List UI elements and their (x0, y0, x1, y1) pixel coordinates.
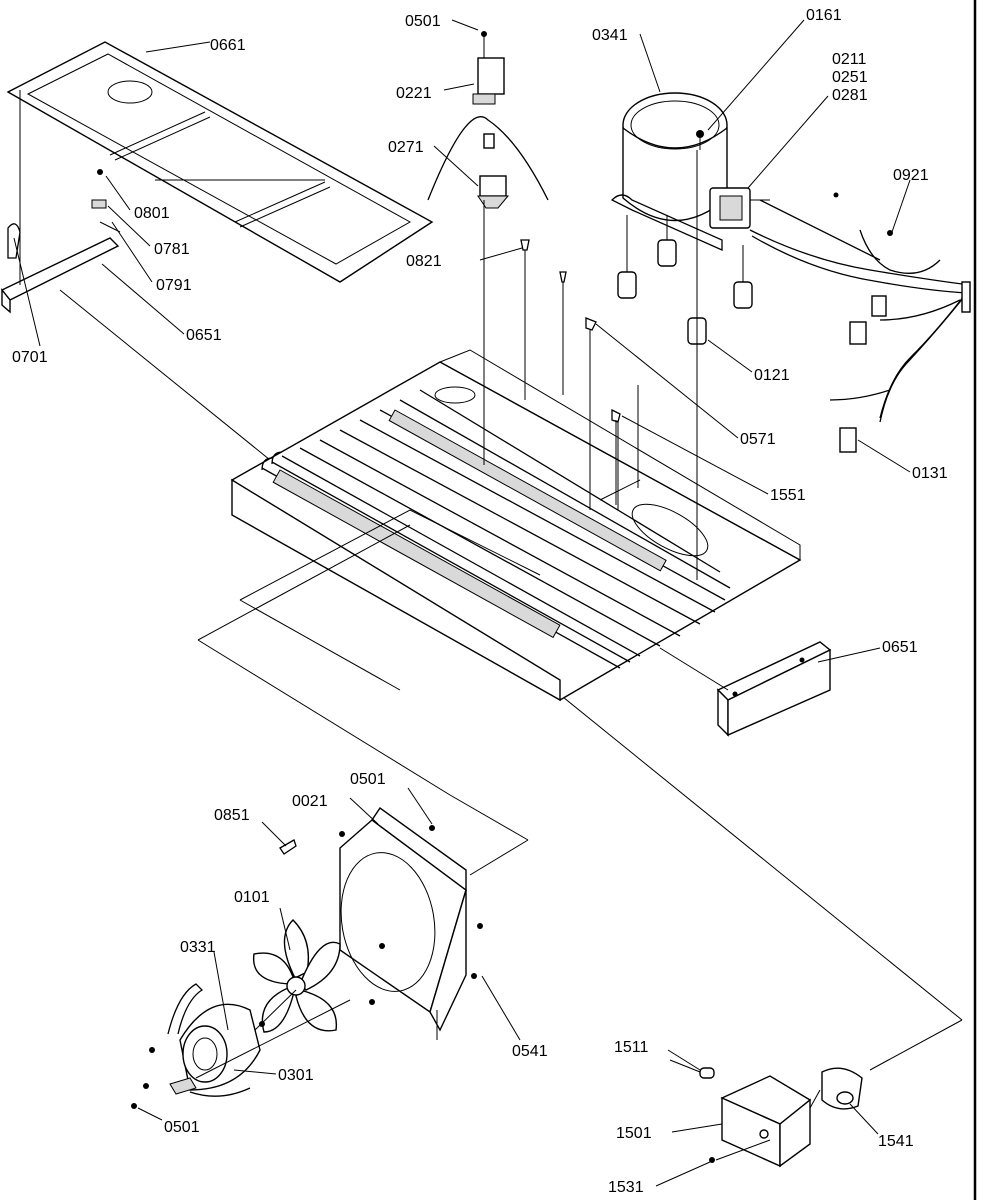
fan-blade (252, 919, 341, 1033)
callout-0821: 0821 (406, 253, 442, 270)
cover-panel (6, 41, 434, 283)
callout-1531: 1531 (608, 1179, 644, 1196)
callout-0251: 0251 (832, 69, 868, 86)
callout-0121: 0121 (754, 367, 790, 384)
callout-0301: 0301 (278, 1067, 314, 1084)
control-bracket-assembly (669, 1059, 863, 1168)
left-bracket (0, 90, 121, 314)
callout-0281: 0281 (832, 87, 868, 104)
callout-0501-shroud: 0501 (350, 771, 386, 788)
callout-0101: 0101 (234, 889, 270, 906)
callout-0801: 0801 (134, 205, 170, 222)
callout-0161: 0161 (806, 7, 842, 24)
fan-shroud (279, 807, 483, 1040)
condenser-base-pan (230, 349, 802, 702)
callout-0701: 0701 (12, 349, 48, 366)
callout-0791: 0791 (156, 277, 192, 294)
fan-shroud-guide-lines (197, 509, 541, 876)
callout-1501: 1501 (616, 1125, 652, 1142)
start-relay-assembly (427, 31, 549, 465)
fan-motor (131, 983, 351, 1109)
callout-0211: 0211 (832, 51, 867, 68)
callout-1551: 1551 (770, 487, 806, 504)
callout-0541: 0541 (512, 1043, 548, 1060)
callout-1511: 1511 (614, 1039, 649, 1056)
right-bracket (659, 641, 832, 737)
callout-0501-motor: 0501 (164, 1119, 200, 1136)
callout-0131: 0131 (912, 465, 948, 482)
callout-1541: 1541 (878, 1133, 914, 1150)
compressor (610, 92, 770, 580)
callout-0651-right: 0651 (882, 639, 918, 656)
callout-0221: 0221 (396, 85, 432, 102)
small-fasteners (520, 192, 839, 510)
condenser-coil (261, 389, 731, 669)
callout-0781: 0781 (154, 241, 190, 258)
callout-0921: 0921 (893, 167, 929, 184)
callout-0331: 0331 (180, 939, 216, 956)
callout-0501-top: 0501 (405, 13, 441, 30)
callout-0271: 0271 (388, 139, 424, 156)
callout-labels: 0661 0501 0221 0271 0341 0161 0211 0251 … (12, 7, 948, 1196)
callout-0571: 0571 (740, 431, 776, 448)
wiring-harness (749, 199, 971, 453)
callout-0341: 0341 (592, 27, 628, 44)
callout-0021: 0021 (292, 793, 328, 810)
callout-0661: 0661 (210, 37, 246, 54)
callout-leaders (13, 19, 911, 1187)
callout-0851: 0851 (214, 807, 250, 824)
callout-0651-left: 0651 (186, 327, 222, 344)
